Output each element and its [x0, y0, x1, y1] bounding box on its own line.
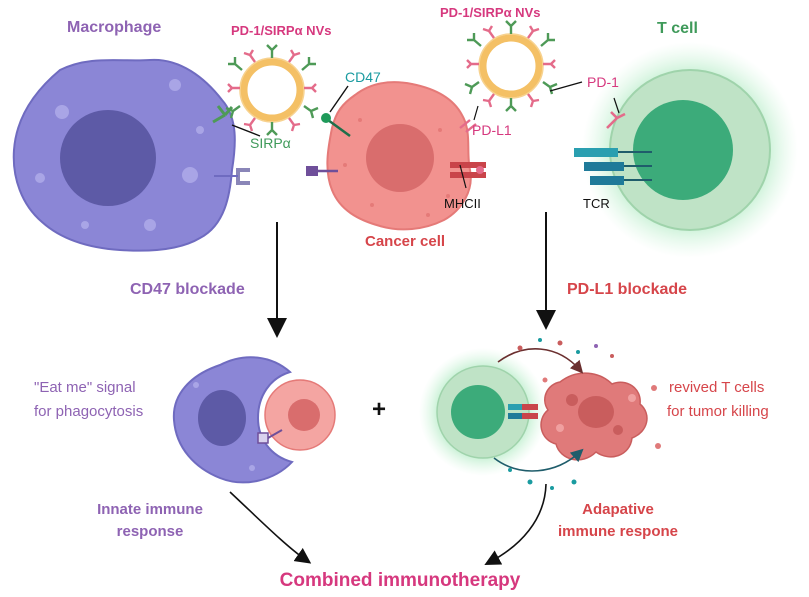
- nv-left-label: PD-1/SIRPα NVs: [231, 23, 331, 38]
- particle-dots: [508, 338, 614, 490]
- tcr-icon: [574, 148, 652, 185]
- sirpa-callout-line: [231, 124, 261, 137]
- pd1-receptor-icon: [606, 97, 626, 129]
- mhcii-label: MHCII: [444, 196, 481, 211]
- innate-line-2: response: [117, 523, 184, 540]
- t-cell-label: T cell: [657, 20, 698, 37]
- plus-sign: +: [372, 396, 386, 423]
- nanovesicle-left: [225, 44, 319, 136]
- tcr-label: TCR: [583, 196, 610, 211]
- t-cell-small: [419, 348, 547, 476]
- cancer-cell-small: [264, 379, 336, 451]
- pd1-callout-line: [549, 81, 583, 92]
- phagocytosis-receptor-icon: [257, 429, 283, 444]
- sirpa-label: SIRPα: [250, 135, 291, 151]
- macrophage-label: Macrophage: [67, 19, 161, 36]
- adaptive-line-1: Adapative: [582, 501, 654, 518]
- pdl1-blockade-label: PD-L1 blockade: [567, 281, 687, 298]
- revived-line-2: for tumor killing: [667, 403, 769, 420]
- pdl1-label: PD-L1: [472, 122, 512, 138]
- cd47-callout-line: [329, 85, 349, 113]
- revived-line-1: revived T cells: [669, 379, 764, 396]
- receptor-c-icon: [236, 168, 250, 185]
- macrophage-engulfing: [172, 356, 294, 484]
- adaptive-line-2: immune respone: [558, 523, 678, 540]
- nanovesicle-right: [464, 20, 558, 112]
- tcr-mhc-binding-icon: [508, 404, 538, 419]
- cd47-blockade-label: CD47 blockade: [130, 281, 245, 298]
- macrophage-cell: [12, 58, 236, 252]
- arrow-innate-to-combined: [229, 491, 312, 564]
- t-cell: [582, 42, 798, 258]
- pdl1-ligand-icon: [459, 119, 477, 133]
- eat-me-line-1: "Eat me" signal: [34, 379, 136, 396]
- pd1-label: PD-1: [587, 74, 619, 90]
- cd47-label: CD47: [345, 69, 381, 85]
- sirpa-receptor-icon: [212, 105, 234, 124]
- nv-right-label: PD-1/SIRPα NVs: [440, 5, 540, 20]
- cancer-cell: [326, 81, 472, 231]
- pdl1-callout-line: [473, 105, 479, 121]
- arrow-upper-curve: [497, 348, 584, 374]
- combined-immunotherapy-label: Combined immunotherapy: [280, 570, 521, 591]
- purple-receptor-icon: [306, 166, 338, 176]
- arrow-adaptive-to-combined: [484, 483, 547, 566]
- cancer-cell-label: Cancer cell: [365, 233, 445, 250]
- mhcii-icon: [450, 162, 486, 189]
- dying-tumor-cell: [540, 372, 661, 461]
- eat-me-line-2: for phagocytosis: [34, 403, 143, 420]
- arrow-lower-curve: [493, 448, 584, 472]
- innate-line-1: Innate immune: [97, 501, 203, 518]
- cd47-ligand-icon: [321, 113, 351, 138]
